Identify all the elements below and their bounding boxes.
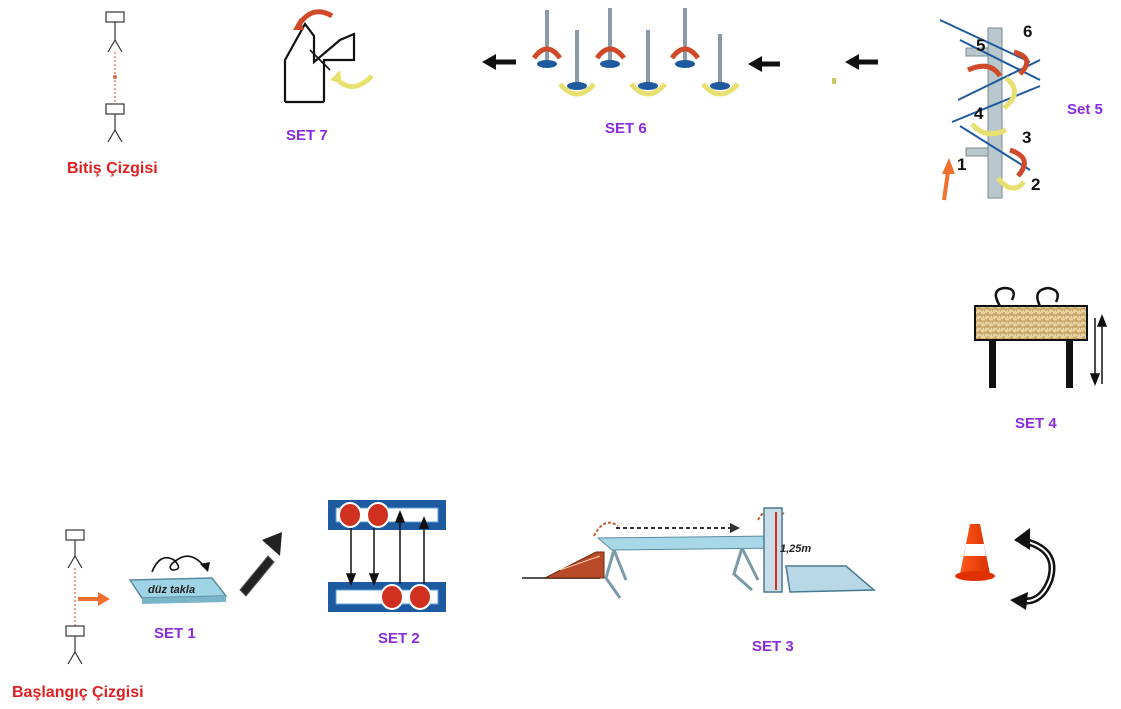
set5-number-1: 1 <box>957 155 966 174</box>
cone-uturn <box>955 524 1056 610</box>
set5-entry-arrow <box>942 158 955 201</box>
set4-figure <box>974 286 1108 388</box>
finish-line-label: Bitiş Çizgisi <box>67 160 158 177</box>
set5-number-2: 2 <box>1031 175 1040 194</box>
set5-turn-arrows <box>966 49 1030 191</box>
finish-post-bottom <box>105 103 125 143</box>
start-arrow-icon <box>78 592 110 606</box>
set6-pins <box>537 8 730 90</box>
set5-label: Set 5 <box>1067 101 1103 118</box>
set2-label: SET 2 <box>378 630 420 647</box>
set4-roll-arrows <box>994 286 1059 307</box>
set2-marks <box>338 502 432 610</box>
set4-label: SET 4 <box>1015 415 1057 432</box>
slalom-pin <box>710 34 730 90</box>
set5-pole <box>987 27 1003 199</box>
set6-label: SET 6 <box>605 120 647 137</box>
set4-table-top <box>974 305 1088 341</box>
set3-bench <box>596 535 786 551</box>
diagonal-arrow-icon <box>239 532 282 597</box>
traffic-cone-icon <box>955 524 995 581</box>
set6-left-arrow <box>482 54 516 70</box>
set2-figure <box>328 500 446 612</box>
set5-number-6: 6 <box>1023 22 1032 41</box>
start-post-top <box>65 529 85 569</box>
set2-arrows <box>345 509 430 587</box>
start-post-bottom <box>65 625 85 665</box>
slalom-pin <box>537 10 557 68</box>
set6-right-arrow <box>748 56 780 72</box>
set3-height-label: 1,25m <box>780 543 811 555</box>
finish-post-top <box>105 11 125 53</box>
set4-updown-arrows <box>1089 313 1108 387</box>
slalom-pin <box>675 8 695 68</box>
set7-label: SET 7 <box>286 127 328 144</box>
set5-number-3: 3 <box>1022 128 1031 147</box>
start-line-posts <box>65 529 110 665</box>
set5-figure: 1 2 3 4 5 6 <box>939 19 1040 201</box>
set1-roll-arrow <box>151 555 205 573</box>
set6-turn-arrows <box>531 46 740 97</box>
transition-arrow-set5-set6 <box>832 54 878 84</box>
start-line-label: Başlangıç Çizgisi <box>12 684 144 701</box>
set5-number-4: 4 <box>974 104 984 123</box>
set3-label: SET 3 <box>752 638 794 655</box>
set3-landing-mat <box>785 565 876 593</box>
set1-mat-label: düz takla <box>148 584 195 596</box>
uturn-arrow-icon <box>1010 528 1056 610</box>
set7-outline <box>283 21 356 102</box>
slalom-pin <box>638 30 658 90</box>
set7-red-arrow <box>295 9 334 28</box>
slalom-pin <box>567 30 587 90</box>
finish-line-posts <box>105 11 125 143</box>
set1-figure: düz takla <box>128 555 228 604</box>
set1-label: SET 1 <box>154 625 196 642</box>
set3-wall <box>763 507 783 593</box>
set6-figure <box>482 8 780 97</box>
finish-dot <box>113 75 117 79</box>
set3-figure: 1,25m <box>522 507 876 599</box>
set7-figure <box>283 9 374 104</box>
set5-number-5: 5 <box>976 36 985 55</box>
slalom-pin <box>600 8 620 68</box>
